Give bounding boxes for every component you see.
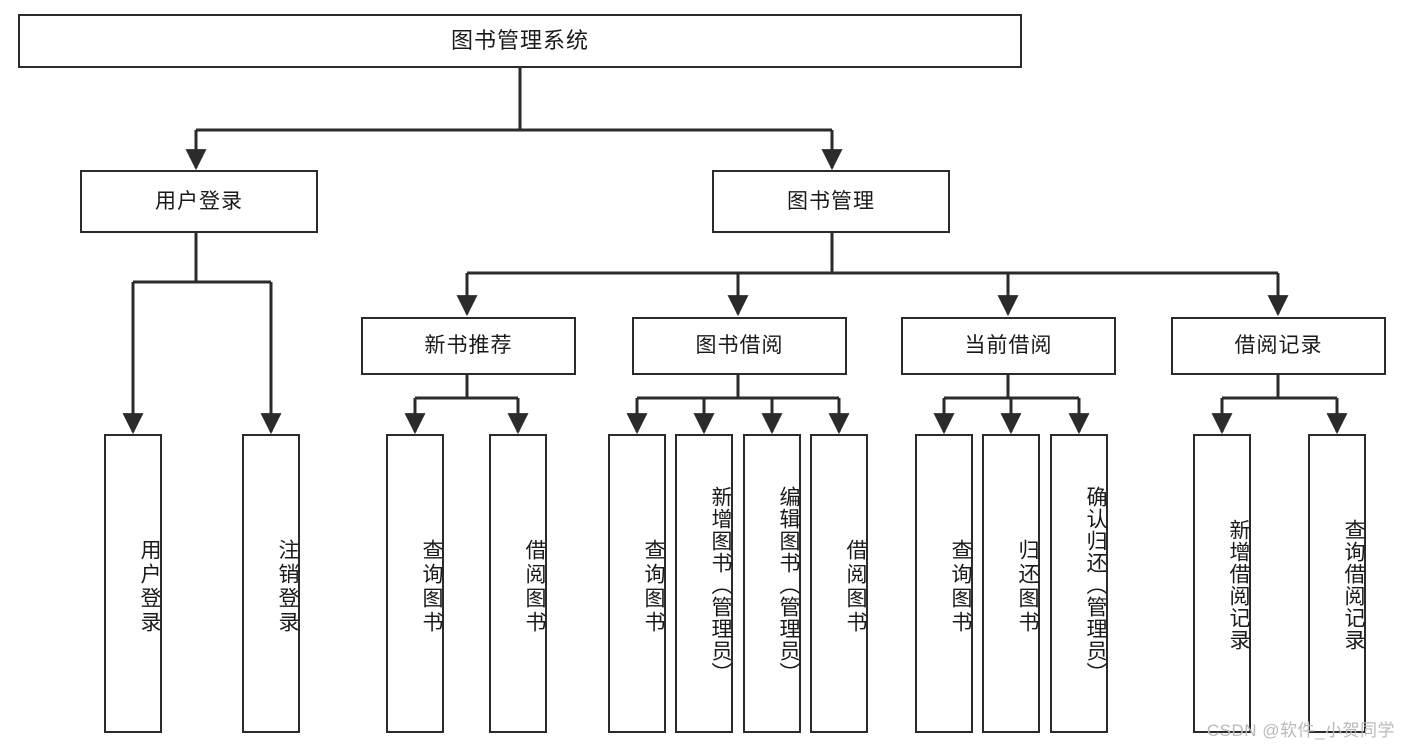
watermark-text: CSDN @软件_小贺同学 xyxy=(1206,721,1395,740)
node-book-manage[interactable]: 图书管理 xyxy=(712,170,950,233)
leaf-query-book-recommend[interactable]: 查询图书 xyxy=(386,434,444,733)
node-book-borrow[interactable]: 图书借阅 xyxy=(632,317,847,375)
node-current-borrow[interactable]: 当前借阅 xyxy=(901,317,1116,375)
leaf-query-book-current[interactable]: 查询图书 xyxy=(915,434,973,733)
leaf-query-book-borrow[interactable]: 查询图书 xyxy=(608,434,666,733)
leaf-add-borrow-record[interactable]: 新增借阅记录 xyxy=(1193,434,1251,733)
node-user-login[interactable]: 用户登录 xyxy=(80,170,318,233)
leaf-confirm-return-admin[interactable]: 确认归还（管理员） xyxy=(1050,434,1108,733)
leaf-edit-book-admin[interactable]: 编辑图书（管理员） xyxy=(743,434,801,733)
leaf-add-book-admin[interactable]: 新增图书（管理员） xyxy=(675,434,733,733)
leaf-borrow-book-recommend[interactable]: 借阅图书 xyxy=(489,434,547,733)
leaf-user-login[interactable]: 用户登录 xyxy=(104,434,162,733)
leaf-logout[interactable]: 注销登录 xyxy=(242,434,300,733)
node-new-book-recommend[interactable]: 新书推荐 xyxy=(361,317,576,375)
leaf-query-borrow-record[interactable]: 查询借阅记录 xyxy=(1308,434,1366,733)
node-borrow-record[interactable]: 借阅记录 xyxy=(1171,317,1386,375)
leaf-return-book[interactable]: 归还图书 xyxy=(982,434,1040,733)
node-root[interactable]: 图书管理系统 xyxy=(18,14,1022,68)
leaf-borrow-book[interactable]: 借阅图书 xyxy=(810,434,868,733)
